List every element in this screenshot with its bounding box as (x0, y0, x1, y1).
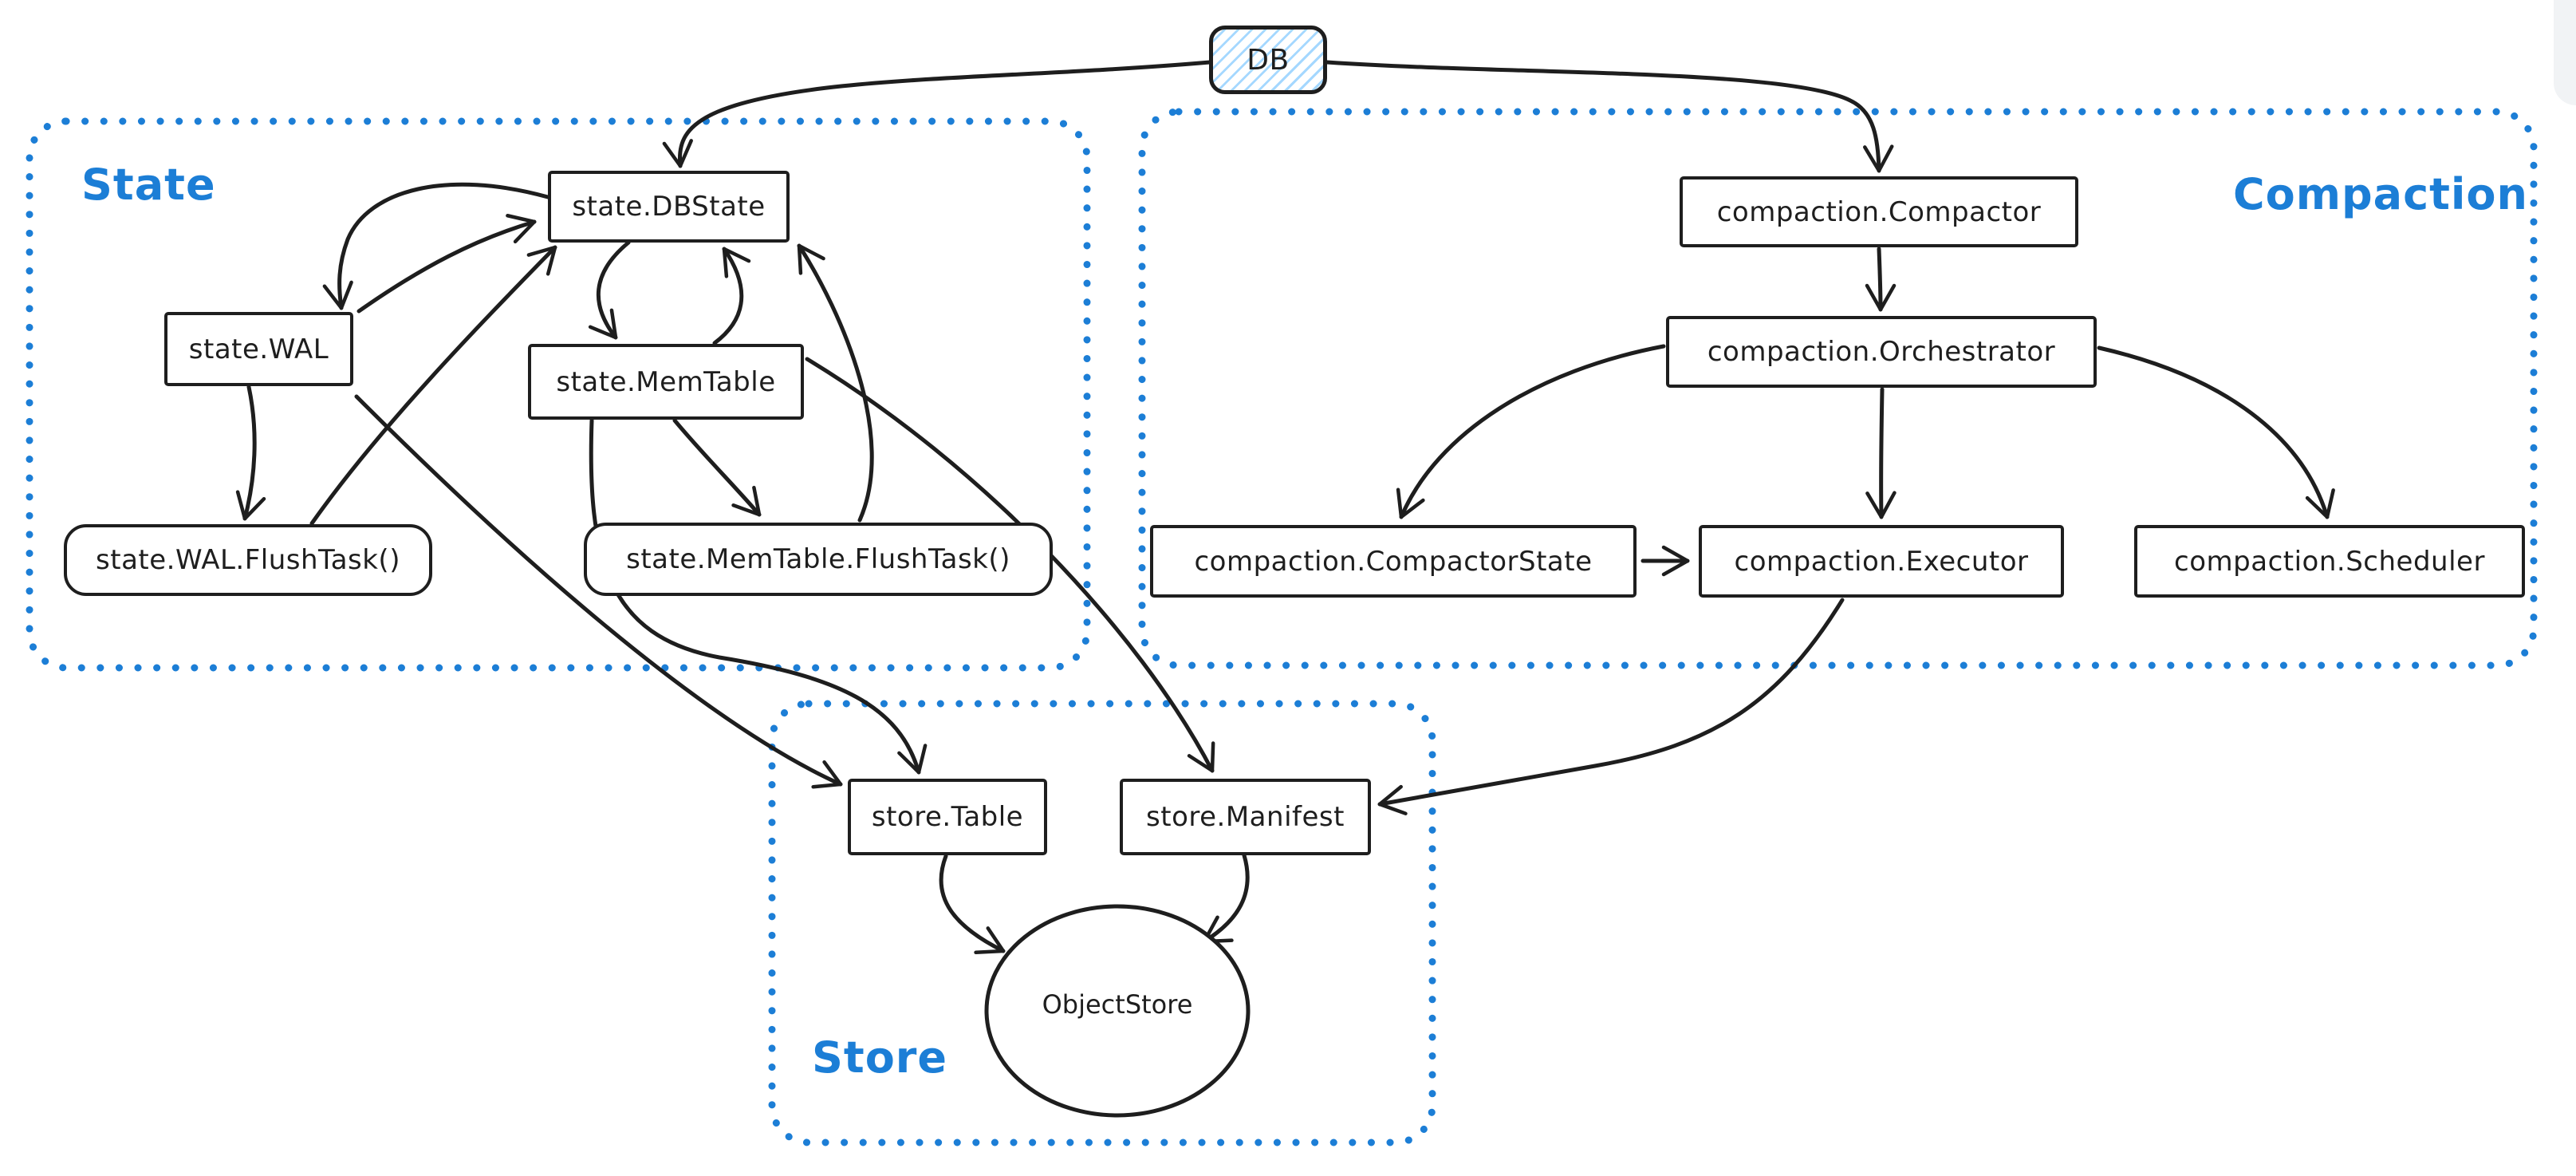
edge-store-manifest-to-objectstore[interactable] (1202, 853, 1250, 944)
edge-compaction-orchestrator-to-compaction-scheduler[interactable] (2097, 345, 2335, 519)
node-state-memtable[interactable]: state.MemTable (528, 344, 804, 420)
group-store-label: Store (812, 1032, 948, 1083)
edge-state-memtable-to-state-memtable-flushtask[interactable] (672, 418, 762, 517)
node-compaction-executor[interactable]: compaction.Executor (1699, 525, 2064, 598)
node-compaction-scheduler[interactable]: compaction.Scheduler (2134, 525, 2525, 598)
node-store-table[interactable]: store.Table (848, 779, 1047, 855)
node-objectstore-ellipse[interactable] (984, 904, 1251, 1118)
edge-state-wal-to-store-table[interactable] (354, 394, 843, 789)
node-compaction-scheduler-label: compaction.Scheduler (2174, 545, 2485, 578)
node-state-wal-flushtask-label: state.WAL.FlushTask() (96, 544, 400, 576)
node-state-wal-label: state.WAL (188, 333, 329, 365)
edge-state-wal-to-state-dbstate[interactable] (356, 214, 537, 314)
node-db[interactable]: DB (1209, 26, 1327, 94)
node-state-dbstate-label: state.DBState (572, 191, 766, 223)
node-store-table-label: store.Table (871, 801, 1024, 833)
node-state-memtable-flushtask-label: state.MemTable.FlushTask() (626, 543, 1010, 575)
edge-state-wal-flushtask-to-state-dbstate[interactable] (309, 245, 557, 526)
edge-compaction-orchestrator-to-compaction-executor[interactable] (1865, 387, 1897, 519)
node-compaction-orchestrator-label: compaction.Orchestrator (1707, 336, 2056, 368)
node-store-manifest[interactable]: store.Manifest (1120, 779, 1371, 855)
node-state-memtable-label: state.MemTable (556, 365, 776, 398)
edge-store-table-to-objectstore[interactable] (939, 854, 1006, 955)
node-state-dbstate[interactable]: state.DBState (548, 171, 790, 243)
group-compaction-label: Compaction (2233, 169, 2528, 219)
node-state-wal-flushtask[interactable]: state.WAL.FlushTask() (64, 524, 432, 596)
edge-compaction-orchestrator-to-compaction-compactorstate[interactable] (1396, 344, 1666, 519)
node-compaction-compactor-label: compaction.Compactor (1716, 195, 2042, 228)
node-state-memtable-flushtask[interactable]: state.MemTable.FlushTask() (584, 523, 1053, 596)
node-compaction-compactorstate[interactable]: compaction.CompactorState (1150, 525, 1637, 598)
node-store-manifest-label: store.Manifest (1146, 801, 1345, 833)
group-state[interactable] (26, 117, 1091, 672)
node-compaction-executor-label: compaction.Executor (1734, 545, 2029, 578)
node-objectstore-label: ObjectStore (1042, 989, 1193, 1020)
edge-db-to-state-dbstate[interactable] (662, 60, 1212, 168)
edge-state-wal-to-state-wal-flushtask[interactable] (235, 385, 266, 521)
edge-compaction-executor-to-store-manifest[interactable] (1377, 598, 1845, 815)
edge-state-memtable-to-state-dbstate[interactable] (712, 247, 751, 345)
corner-ui-fragment (2554, 0, 2576, 105)
edge-state-dbstate-to-state-memtable[interactable] (588, 240, 631, 340)
group-state-label: State (81, 160, 216, 210)
edge-state-memtable-flushtask-to-state-dbstate[interactable] (797, 243, 874, 523)
node-compaction-compactorstate-label: compaction.CompactorState (1194, 545, 1593, 578)
edge-db-to-compaction-compactor[interactable] (1325, 60, 1894, 173)
group-store[interactable] (768, 700, 1436, 1146)
node-compaction-compactor[interactable]: compaction.Compactor (1680, 176, 2078, 247)
node-db-label: DB (1247, 43, 1290, 77)
edge-state-dbstate-to-state-wal[interactable] (322, 182, 550, 310)
group-compaction[interactable] (1138, 108, 2538, 669)
node-compaction-orchestrator[interactable]: compaction.Orchestrator (1666, 316, 2097, 388)
edge-compaction-compactor-to-compaction-orchestrator[interactable] (1865, 247, 1897, 312)
node-state-wal[interactable]: state.WAL (164, 312, 353, 386)
